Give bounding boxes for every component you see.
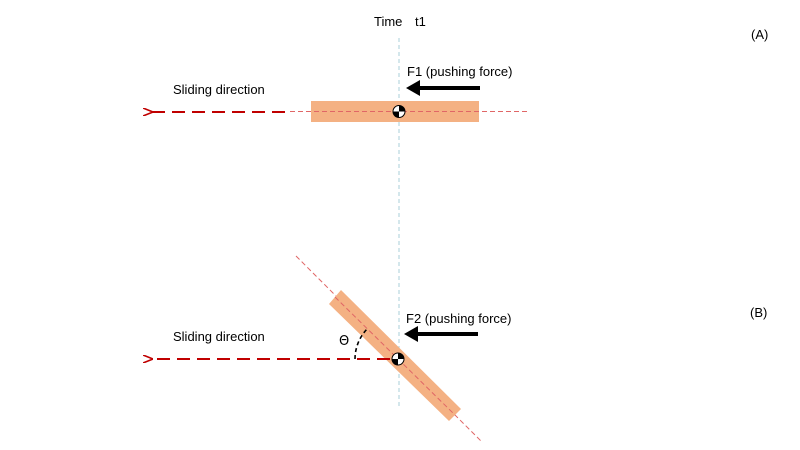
sliding-direction-label-a: Sliding direction: [173, 82, 265, 97]
pushing-force-arrow-a: [406, 80, 480, 96]
force-label-a: F1 (pushing force): [407, 64, 513, 79]
time-label: Time: [374, 14, 402, 29]
panel-a-tag: (A): [751, 27, 768, 42]
center-of-mass-icon-b: [391, 352, 405, 366]
sliding-direction-label-b: Sliding direction: [173, 329, 265, 344]
time-value: t1: [415, 14, 426, 29]
angle-arc-b: [354, 327, 369, 360]
pushing-force-arrow-b: [404, 326, 478, 342]
center-of-mass-icon-a: [392, 105, 406, 118]
panel-b-tag: (B): [750, 305, 767, 320]
theta-label: Θ: [339, 334, 349, 349]
force-label-b: F2 (pushing force): [406, 311, 512, 326]
